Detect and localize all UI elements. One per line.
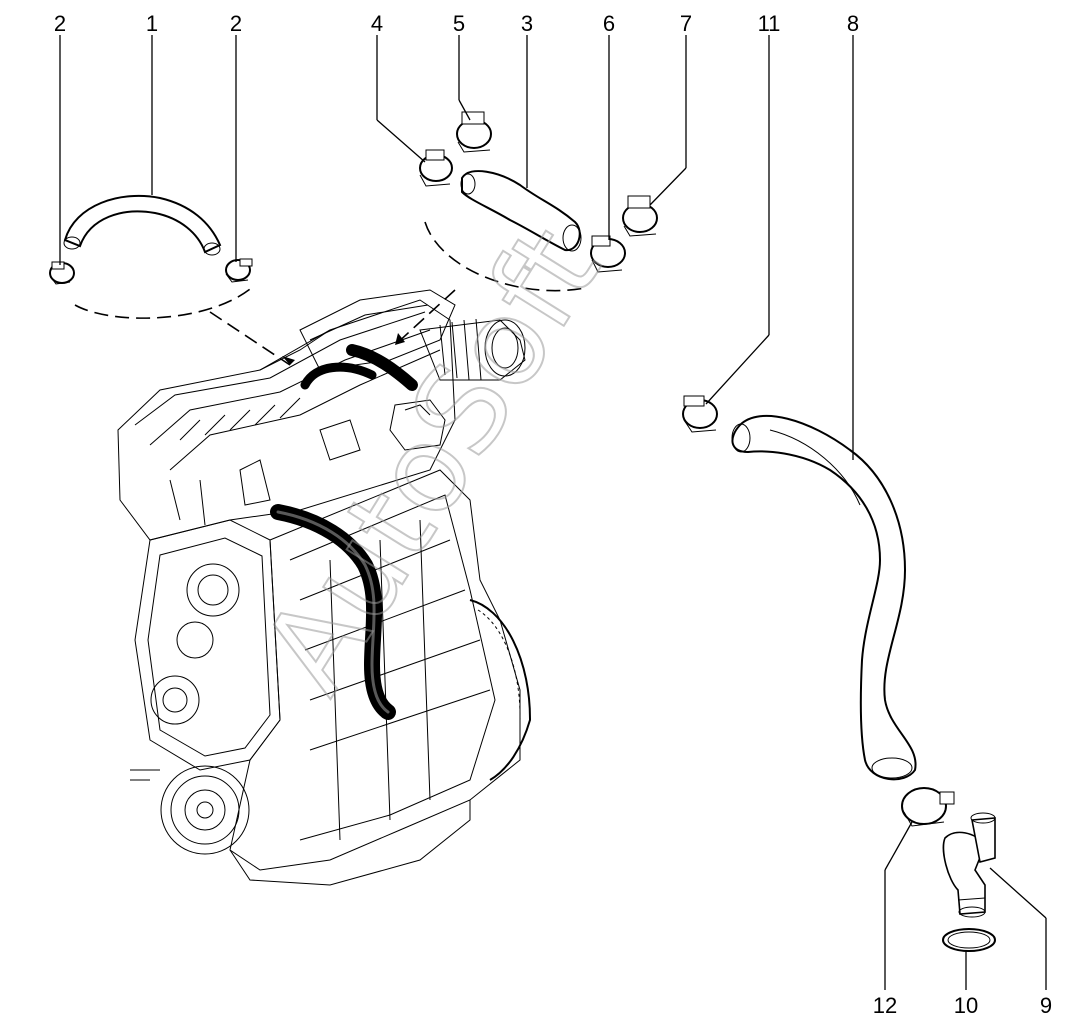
leader-lines	[59, 35, 1047, 990]
callout-11: 11	[758, 11, 781, 36]
callout-3: 3	[521, 11, 533, 36]
part-2-clamp-right	[225, 258, 253, 283]
callout-numbers: 2 1 2 4 5 3 6 7 11 8 12 10 9	[54, 11, 1052, 1018]
part-7-clamp	[622, 195, 658, 237]
watermark-text: AutoSoft	[237, 205, 628, 716]
dashed-connectors	[74, 221, 586, 366]
part-10-o-ring	[942, 928, 996, 952]
part-8-hose	[731, 414, 917, 781]
part-6-clamp	[590, 235, 626, 273]
part-11-clamp	[682, 395, 718, 433]
callout-4: 4	[371, 11, 383, 36]
installed-upper-hose	[300, 344, 418, 391]
callout-8: 8	[847, 11, 859, 36]
part-4-clamp	[419, 149, 453, 187]
part-5-clamp	[456, 111, 492, 153]
part-12-clamp	[901, 787, 955, 827]
part-3-hose	[460, 170, 582, 252]
installed-lower-hose	[270, 504, 396, 720]
part-9-fitting	[942, 812, 996, 918]
callout-7: 7	[680, 11, 692, 36]
callout-2-right: 2	[230, 11, 242, 36]
callout-10: 10	[954, 993, 978, 1018]
part-2-clamp-left	[49, 261, 75, 285]
callout-6: 6	[603, 11, 615, 36]
callout-5: 5	[453, 11, 465, 36]
callout-9: 9	[1040, 993, 1052, 1018]
callout-2-left: 2	[54, 11, 66, 36]
part-1-hose	[63, 194, 222, 256]
callout-12: 12	[873, 993, 897, 1018]
watermark: AutoSoft	[236, 204, 629, 717]
callout-1: 1	[146, 11, 158, 36]
